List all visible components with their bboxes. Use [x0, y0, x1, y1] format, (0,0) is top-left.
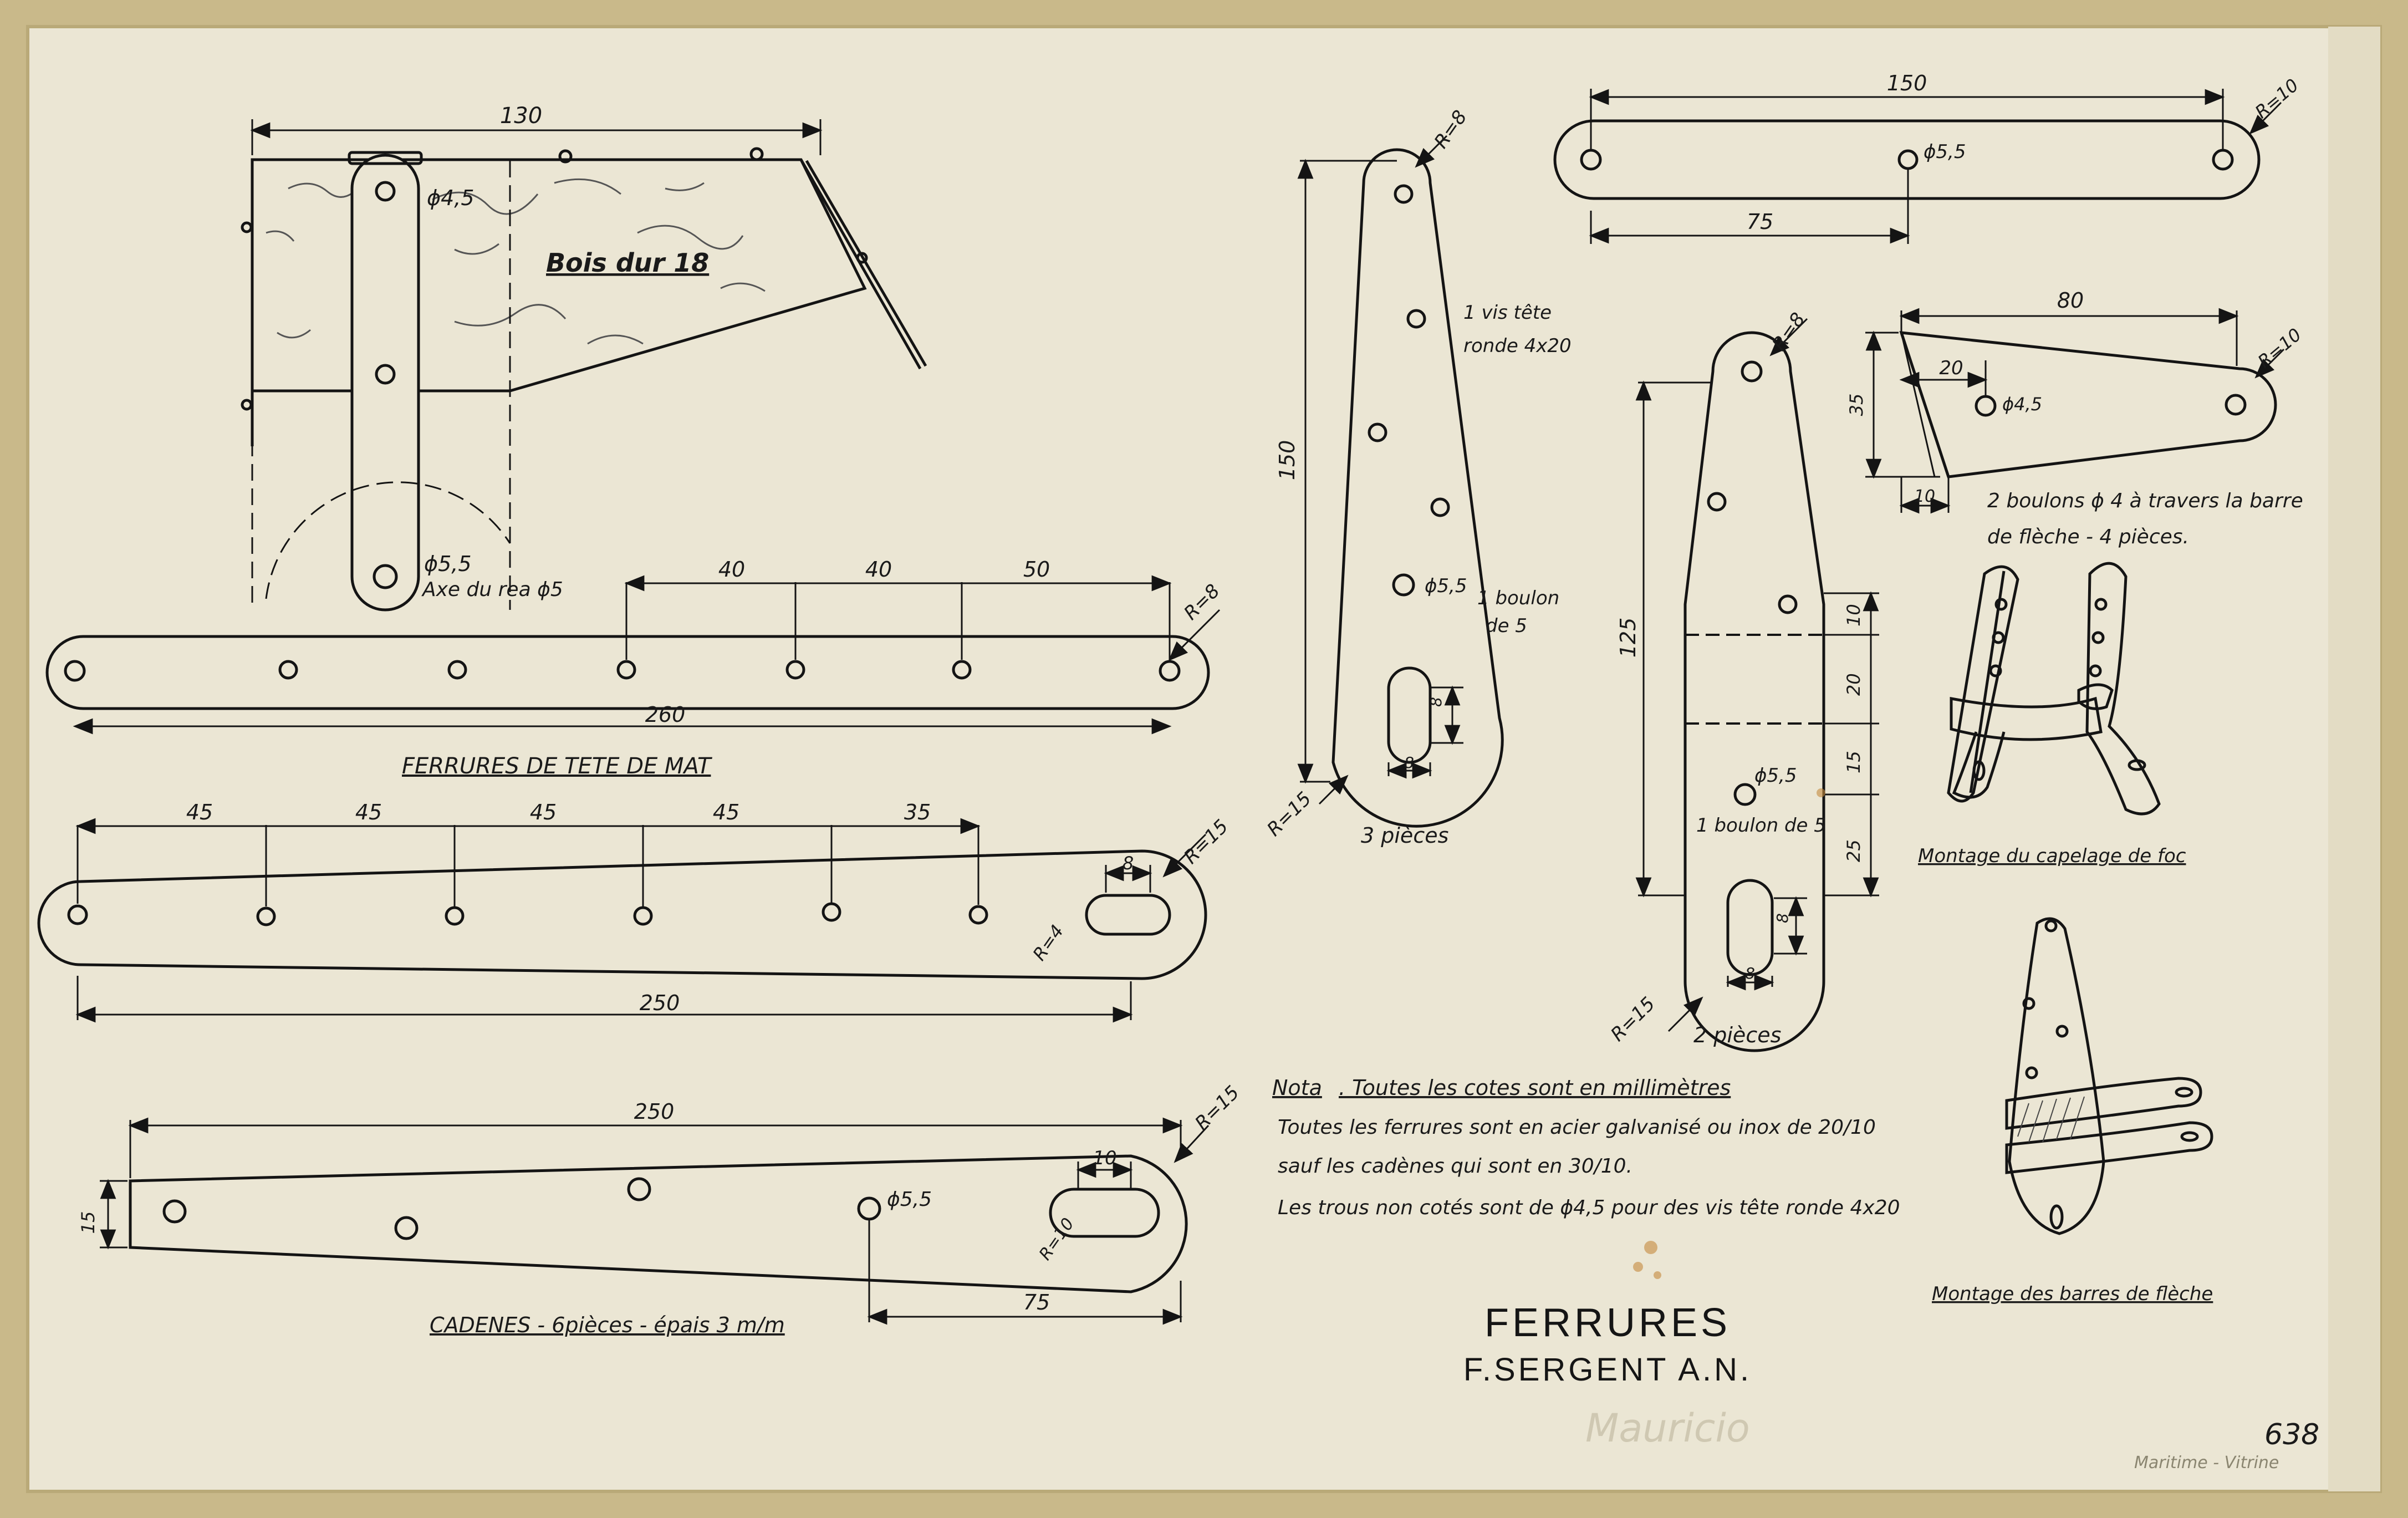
spreader-assembly-sketch — [2005, 917, 2213, 1235]
mast-head-hole-lower-label: ϕ5,5 — [424, 552, 472, 576]
plate3-bolt-line2: de 5 — [1486, 615, 1527, 637]
plate-two-pieces — [1635, 318, 1879, 1052]
long-plate-length: 250 — [640, 991, 680, 1015]
chainplate-hole: ϕ5,5 — [887, 1188, 932, 1211]
title-author: F.SERGENT A.N. — [1463, 1352, 1752, 1388]
plate3-slot-width: 8 — [1404, 753, 1414, 772]
long-tapered-plate — [37, 818, 1207, 1023]
paper-edge-shade — [2328, 27, 2380, 1491]
spreader-base: 10 — [1914, 487, 1935, 506]
title-main: FERRURES — [1484, 1301, 1731, 1345]
plate2-seg-1: 10 — [1843, 604, 1864, 626]
plate2-seg-3: 15 — [1843, 751, 1864, 773]
chainplate — [100, 1117, 1210, 1325]
strip150-length: 150 — [1887, 71, 1927, 95]
spreader-note-line1: 2 boulons ϕ 4 à travers la barre — [1987, 490, 2303, 512]
spreader-length: 80 — [2057, 288, 2084, 313]
plate2-hole: ϕ5,5 — [1754, 765, 1797, 787]
jib-capelage-sketch — [1947, 562, 2161, 816]
plate3-screw-line2: ronde 4x20 — [1463, 335, 1572, 357]
strip-dim-2: 40 — [865, 557, 892, 582]
spreader-fitting — [1865, 308, 2285, 514]
strip-dim-1: 40 — [718, 557, 745, 582]
bottom-note: Maritime - Vitrine — [2134, 1453, 2279, 1473]
spreader-hole: ϕ4,5 — [2002, 394, 2042, 415]
chainplate-height: 15 — [78, 1211, 99, 1234]
faint-signature: Mauricio — [1585, 1405, 1750, 1451]
plate2-caption: 2 pièces — [1693, 1023, 1781, 1047]
mast-head-hole-upper-label: ϕ4,5 — [427, 186, 475, 210]
mast-head-assembly — [241, 119, 927, 612]
long-plate-dim-4: 45 — [713, 800, 739, 824]
mast-head-strip — [45, 575, 1221, 735]
plate2-slot-length: 8 — [1773, 913, 1792, 923]
strip-length: 260 — [645, 702, 686, 727]
plate2-slot-width: 8 — [1745, 964, 1755, 982]
mast-head-caption: FERRURES DE TETE DE MAT — [402, 753, 713, 779]
plate3-slot-length: 8 — [1427, 697, 1445, 707]
plate2-seg-2: 20 — [1843, 673, 1864, 696]
long-plate-dim-5: 35 — [904, 800, 931, 824]
spreader-height: 35 — [1846, 394, 1867, 416]
long-plate-slot-width: 8 — [1123, 853, 1134, 874]
sheet-number: 638 — [2264, 1418, 2319, 1451]
nota-line4: Les trous non cotés sont de ϕ4,5 pour de… — [1278, 1196, 1900, 1219]
plate-three-pieces — [1297, 135, 1504, 828]
strip-150 — [1553, 89, 2282, 244]
nota-label: Nota — [1272, 1076, 1322, 1100]
chainplate-caption: CADENES - 6pièces - épais 3 m/m — [430, 1313, 785, 1337]
paper-stains — [1633, 788, 1825, 1279]
strip-dim-3: 50 — [1023, 557, 1050, 582]
spreader-offset: 20 — [1939, 357, 1963, 379]
plate2-bolt: 1 boulon de 5 — [1696, 814, 1826, 837]
wood-label: Bois dur 18 — [546, 248, 709, 278]
long-plate-dim-2: 45 — [355, 800, 382, 824]
nota-line3: sauf les cadènes qui sont en 30/10. — [1278, 1155, 1632, 1178]
long-plate-dim-1: 45 — [186, 800, 213, 824]
nota-line1: . Toutes les cotes sont en millimètres — [1339, 1076, 1731, 1100]
spreader-assembly-caption: Montage des barres de flèche — [1932, 1283, 2213, 1305]
strip150-half: 75 — [1747, 210, 1773, 234]
nota-line2: Toutes les ferrures sont en acier galvan… — [1278, 1116, 1876, 1139]
strip150-hole: ϕ5,5 — [1924, 141, 1966, 163]
plate2-length: 125 — [1616, 618, 1640, 658]
long-plate-dim-3: 45 — [530, 800, 557, 824]
spreader-note-line2: de flèche - 4 pièces. — [1987, 526, 2189, 548]
chainplate-length: 250 — [634, 1099, 675, 1124]
chainplate-slot-width: 10 — [1093, 1147, 1116, 1169]
axle-label: Axe du rea ϕ5 — [421, 578, 563, 601]
mast-head-dim-top: 130 — [500, 103, 542, 129]
plate3-length: 150 — [1275, 440, 1299, 481]
chainplate-offset: 75 — [1023, 1290, 1050, 1315]
plate3-caption: 3 pièces — [1361, 823, 1448, 848]
jib-caption: Montage du capelage de foc — [1918, 845, 2186, 867]
plate3-bolt-line1: 1 boulon — [1477, 587, 1559, 609]
plate3-hole: ϕ5,5 — [1425, 575, 1467, 597]
plate3-screw-line1: 1 vis tête — [1463, 302, 1552, 324]
plate2-seg-4: 25 — [1843, 839, 1864, 862]
